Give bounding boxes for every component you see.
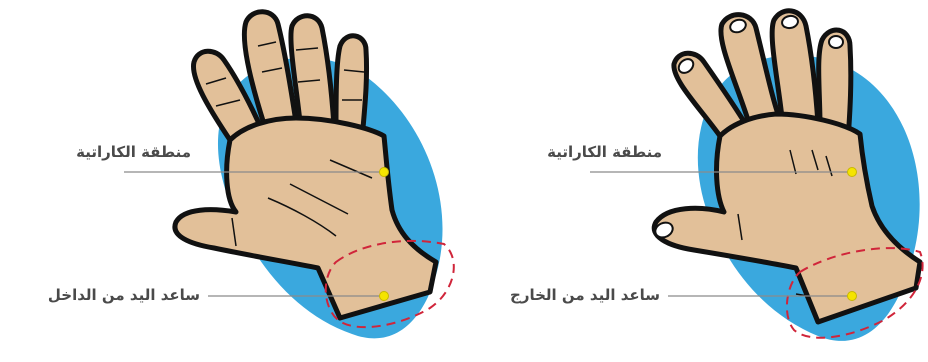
back-knuckle-marker (848, 168, 857, 177)
back-middle-finger (772, 11, 818, 124)
palm-middle-finger (291, 16, 334, 126)
palm-wrist-label: ساعد اليد من الداخل (48, 288, 200, 303)
back-index-nail (829, 36, 843, 48)
palm-wrist-marker (380, 292, 389, 301)
palm-knuckle-marker (380, 168, 389, 177)
palm-knuckle-label: منطقة الكاراتية (76, 145, 191, 160)
back-wrist-marker (848, 292, 857, 301)
back-knuckle-label: منطقة الكاراتية (547, 145, 662, 160)
back-wrist-label: ساعد اليد من الخارج (510, 288, 660, 303)
